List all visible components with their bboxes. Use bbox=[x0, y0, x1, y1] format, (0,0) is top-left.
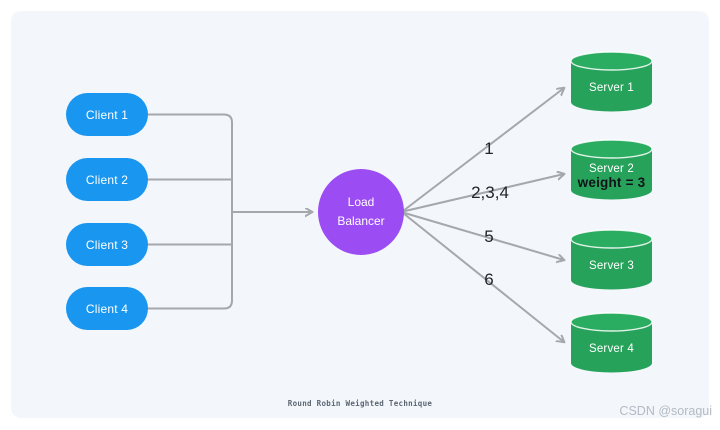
database-cylinder-icon bbox=[570, 139, 653, 200]
server-3-node: Server 3 bbox=[570, 229, 653, 291]
server-1-label: Server 1 bbox=[588, 82, 635, 94]
load-balancer-node: Load Balancer bbox=[318, 169, 404, 255]
database-cylinder-icon bbox=[570, 229, 653, 290]
database-cylinder-icon bbox=[570, 312, 653, 373]
client-4-node: Client 4 bbox=[66, 287, 148, 330]
watermark-text: CSDN @soragui bbox=[619, 404, 712, 418]
client-2-node: Client 2 bbox=[66, 158, 148, 201]
server-4-label: Server 4 bbox=[588, 343, 635, 355]
load-balancer-label-line2: Balancer bbox=[337, 214, 385, 228]
server-3-label: Server 3 bbox=[588, 260, 635, 272]
database-cylinder-icon bbox=[570, 51, 653, 112]
client-1-label: Client 1 bbox=[85, 107, 129, 122]
client-4-label: Client 4 bbox=[85, 301, 129, 316]
client-3-label: Client 3 bbox=[85, 237, 129, 252]
server-4-node: Server 4 bbox=[570, 312, 653, 374]
diagram-caption: Round Robin Weighted Technique bbox=[287, 399, 433, 408]
client-3-node: Client 3 bbox=[66, 223, 148, 266]
server-2-label: Server 2 bbox=[588, 162, 635, 175]
server-1-node: Server 1 bbox=[570, 51, 653, 113]
client-1-node: Client 1 bbox=[66, 93, 148, 136]
server-2-node: Server 2 weight = 3 bbox=[570, 139, 653, 201]
server-2-weight-label: weight = 3 bbox=[577, 174, 646, 190]
client-2-label: Client 2 bbox=[85, 172, 129, 187]
load-balancer-label-line1: Load bbox=[347, 195, 375, 210]
